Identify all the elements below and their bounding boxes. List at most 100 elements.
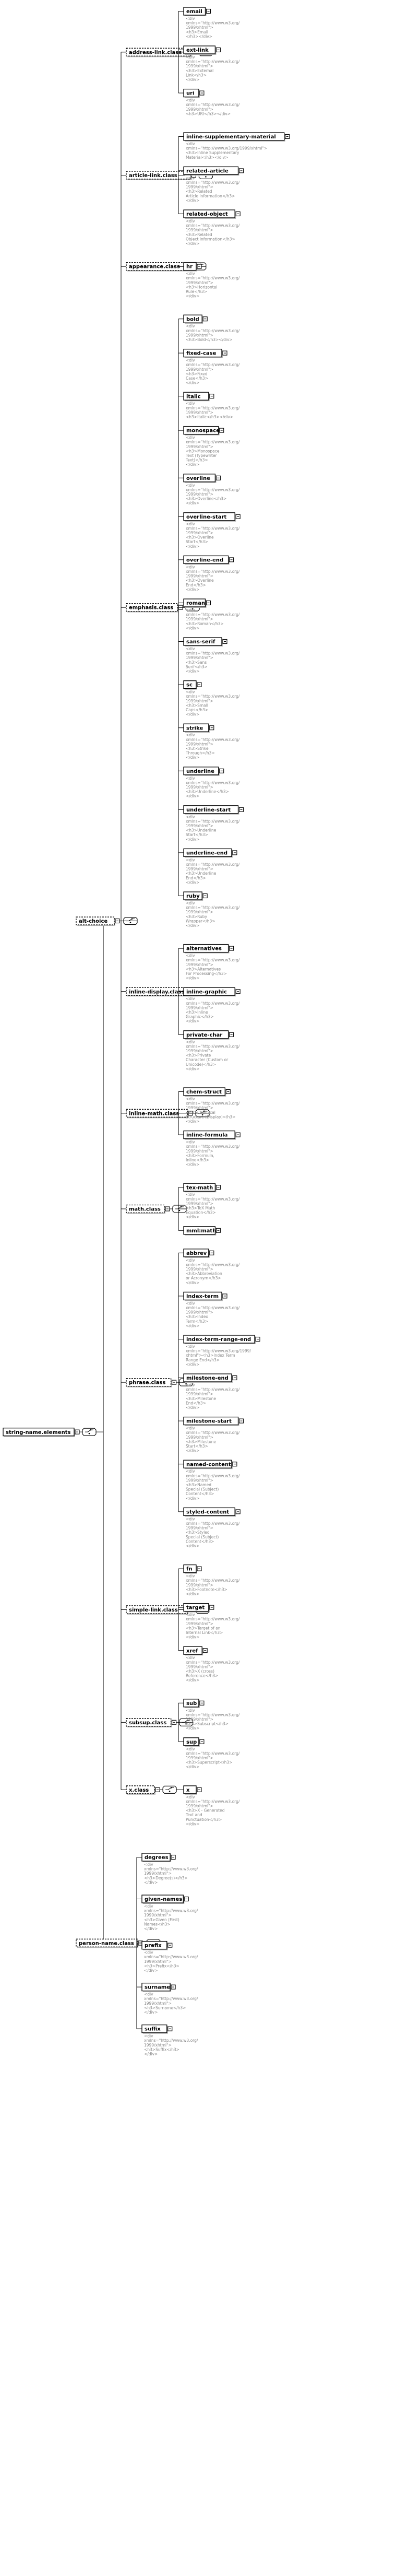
svg-text:End</h3>: End</h3> (186, 1401, 206, 1405)
svg-text:</div>: </div> (186, 1280, 199, 1285)
element-email-box[interactable] (183, 7, 206, 16)
element-target-box[interactable] (183, 1603, 209, 1612)
element-roman-box[interactable] (183, 598, 206, 607)
element-suffix-box[interactable] (141, 2024, 167, 2033)
element-sc-box[interactable] (183, 680, 197, 689)
element-monospace-box[interactable] (183, 426, 219, 435)
svg-text:<div: <div (144, 1904, 153, 1909)
element-alternatives-box[interactable] (183, 944, 229, 953)
svg-text:1999/xhtml">: 1999/xhtml"> (144, 2043, 172, 2048)
element-private-char-documentation: <divxmlns="http://www.w3.org/1999/xhtml"… (186, 1040, 240, 1072)
element-degrees-documentation: <divxmlns="http://www.w3.org/1999/xhtml"… (144, 1862, 198, 1885)
svg-text:<h3>Small: <h3>Small (186, 703, 208, 708)
element-inline-supplementary-material-box[interactable] (183, 132, 285, 141)
element-overline-start-box[interactable] (183, 512, 235, 521)
element-overline-box[interactable] (183, 474, 216, 483)
element-milestone-end-box[interactable] (183, 1373, 232, 1382)
element-degrees-box[interactable] (141, 1853, 171, 1862)
class-inline-math-class-box[interactable] (126, 1109, 188, 1118)
svg-text:Range End</h3>: Range End</h3> (186, 1358, 220, 1362)
svg-text:1999/xhtml">: 1999/xhtml"> (144, 2001, 172, 2006)
person-name-group-box[interactable] (76, 1938, 138, 1947)
element-overline-end-box[interactable] (183, 555, 229, 564)
element-milestone-start-documentation: <divxmlns="http://www.w3.org/1999/xhtml"… (186, 1426, 240, 1453)
element-milestone-start-box[interactable] (183, 1416, 239, 1426)
element-milestone-end-documentation: <divxmlns="http://www.w3.org/1999/xhtml"… (186, 1383, 240, 1410)
element-underline-end-box[interactable] (183, 848, 232, 857)
svg-text:<div: <div (186, 142, 195, 146)
svg-text:<div: <div (186, 1344, 195, 1349)
root-choice-compositor[interactable] (82, 1428, 97, 1436)
element-related-article-box[interactable] (183, 166, 239, 175)
class-subsup-class-box[interactable] (126, 1718, 172, 1727)
class-inline-display-class-box[interactable] (126, 987, 198, 996)
svg-text:<h3>Target of an: <h3>Target of an (186, 1626, 221, 1630)
element-inline-formula-box[interactable] (183, 1130, 235, 1139)
element-index-term-box[interactable] (183, 1291, 222, 1301)
element-sup-box[interactable] (183, 1737, 199, 1746)
svg-text:xmlns="http://www.w3.org/: xmlns="http://www.w3.org/ (186, 1617, 240, 1621)
svg-text:<h3>Milestone: <h3>Milestone (186, 1439, 217, 1444)
element-ruby-box[interactable] (183, 891, 202, 900)
svg-text:1999/xhtml">: 1999/xhtml"> (186, 1049, 213, 1053)
svg-text:<div: <div (186, 564, 195, 569)
svg-text:xmlns="http://www.w3.org/: xmlns="http://www.w3.org/ (186, 526, 240, 531)
element-given-names-box[interactable] (141, 1895, 184, 1903)
element-styled-content-box-label: styled-content (186, 1510, 229, 1515)
svg-text:<div: <div (186, 324, 195, 328)
class-phrase-class-box[interactable] (126, 1378, 172, 1387)
element-private-char-box[interactable] (183, 1030, 229, 1039)
element-abbrev-box[interactable] (183, 1249, 209, 1257)
element-prefix-box[interactable] (141, 1940, 167, 1950)
class-x-class-compositor[interactable] (162, 1785, 177, 1794)
alt-choice-group-box[interactable] (76, 916, 115, 925)
element-named-content-box[interactable] (183, 1460, 232, 1468)
class-simple-link-class-box[interactable] (126, 1605, 188, 1614)
element-tex-math-box[interactable] (183, 1183, 216, 1192)
svg-text:</div>: </div> (186, 923, 199, 928)
element-named-content-documentation: <divxmlns="http://www.w3.org/1999/xhtml"… (186, 1469, 240, 1501)
element-bold-box[interactable] (183, 314, 202, 323)
element-mml-math-box[interactable] (183, 1226, 216, 1235)
element-sub-documentation: <divxmlns="http://www.w3.org/1999/xhtml"… (186, 1708, 240, 1731)
svg-text:1999/xhtml">: 1999/xhtml"> (186, 444, 213, 449)
element-index-term-range-end-box[interactable] (183, 1335, 255, 1344)
element-bold-box-label: bold (186, 316, 199, 322)
element-underline-start-box[interactable] (183, 805, 239, 814)
svg-text:<div: <div (186, 272, 195, 276)
class-math-class-box[interactable] (126, 1204, 165, 1214)
svg-text:<h3>Subscript</h3>: <h3>Subscript</h3> (186, 1722, 229, 1726)
root-element-box[interactable] (3, 1428, 75, 1437)
class-emphasis-class-box[interactable] (126, 603, 178, 612)
element-chem-struct-box[interactable] (183, 1087, 225, 1096)
element-strike-box[interactable] (183, 723, 209, 732)
svg-text:Special (Subject): Special (Subject) (186, 1487, 219, 1492)
element-sub-box[interactable] (183, 1699, 199, 1708)
svg-text:xmlns="http://www.w3.org/: xmlns="http://www.w3.org/ (186, 613, 240, 617)
element-sans-serif-box[interactable] (183, 637, 222, 646)
element-hr-box[interactable] (183, 262, 197, 271)
element-inline-graphic-box[interactable] (183, 987, 235, 996)
element-underline-box[interactable] (183, 767, 219, 775)
root-element-box-label: string-name.elements (6, 1430, 70, 1436)
element-x-box[interactable] (183, 1785, 197, 1794)
class-appearance-class-box[interactable] (126, 262, 185, 271)
element-uri-box[interactable] (183, 88, 199, 98)
svg-text:1999/xhtml">: 1999/xhtml"> (186, 824, 213, 828)
svg-text:xmlns="http://www.w3.org/1999/: xmlns="http://www.w3.org/1999/ (186, 1349, 251, 1354)
svg-text:Special (Subject): Special (Subject) (186, 1535, 219, 1539)
element-xref-box[interactable] (183, 1646, 202, 1655)
class-x-class-box[interactable] (126, 1785, 155, 1794)
element-inline-graphic-documentation: <divxmlns="http://www.w3.org/1999/xhtml"… (186, 996, 240, 1024)
element-styled-content-box[interactable] (183, 1507, 235, 1516)
svg-text:xmlns="http://www.w3.org/: xmlns="http://www.w3.org/ (186, 1712, 240, 1717)
element-ext-link-box[interactable] (183, 45, 216, 54)
element-fn-box[interactable] (183, 1564, 197, 1573)
element-fixed-case-box[interactable] (183, 348, 222, 358)
svg-text:<h3>Ruby: <h3>Ruby (186, 914, 207, 919)
element-related-object-box[interactable] (183, 209, 235, 218)
svg-text:Object Information</h3>: Object Information</h3> (186, 237, 235, 241)
element-surname-box[interactable] (141, 1982, 171, 1992)
element-target-box-label: target (186, 1605, 205, 1611)
element-italic-box[interactable] (183, 392, 209, 401)
